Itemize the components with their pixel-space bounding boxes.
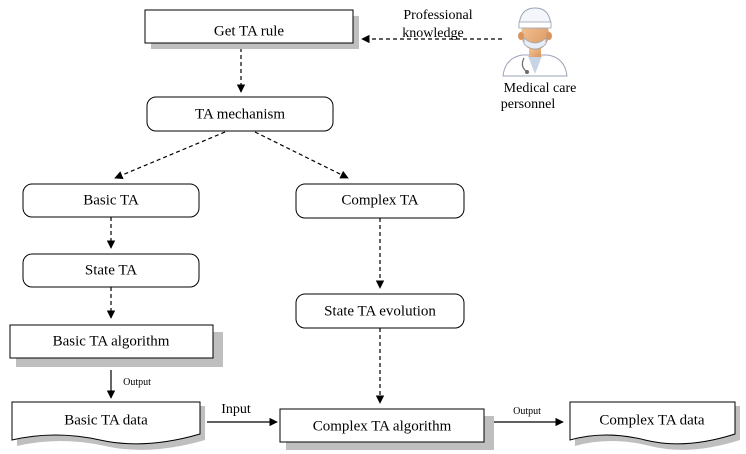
doctor-icon: [502, 7, 568, 77]
arrow-mechanism-to-complex: [254, 131, 349, 179]
node-complex-ta-algorithm: Complex TA algorithm: [279, 408, 494, 450]
arrow-mechanism-to-basic: [114, 131, 226, 179]
node-label: Get TA rule: [214, 23, 285, 39]
professional-knowledge-label-line1: Professional: [403, 8, 472, 23]
node-label: TA mechanism: [195, 106, 285, 122]
node-basic-ta-data: Basic TA data: [11, 401, 205, 450]
node-get-ta-rule: Get TA rule: [144, 9, 359, 49]
node-label: State TA: [85, 262, 137, 278]
node-basic-ta: Basic TA: [22, 183, 200, 218]
connectors: [106, 34, 564, 427]
node-basic-ta-algorithm: Basic TA algorithm: [9, 324, 223, 367]
node-label: Basic TA data: [64, 412, 148, 428]
output-label-left: Output: [123, 377, 151, 388]
node-label: Complex TA algorithm: [313, 418, 452, 434]
professional-knowledge-label-line2: knowledge: [402, 26, 463, 41]
node-state-ta-evolution: State TA evolution: [295, 293, 465, 329]
node-label: State TA evolution: [324, 303, 436, 319]
output-label-right: Output: [513, 406, 541, 417]
node-state-ta: State TA: [22, 253, 200, 288]
node-label: Basic TA algorithm: [53, 333, 170, 349]
node-label: Complex TA: [341, 192, 418, 208]
personnel-label-line1: Medical care: [504, 81, 577, 96]
personnel-label-line2: personnel: [501, 97, 556, 112]
node-label: Basic TA: [83, 192, 139, 208]
input-label: Input: [221, 402, 251, 417]
node-ta-mechanism: TA mechanism: [146, 96, 334, 132]
node-complex-ta: Complex TA: [295, 183, 465, 219]
node-label: Complex TA data: [599, 412, 705, 428]
node-complex-ta-data: Complex TA data: [569, 401, 740, 450]
